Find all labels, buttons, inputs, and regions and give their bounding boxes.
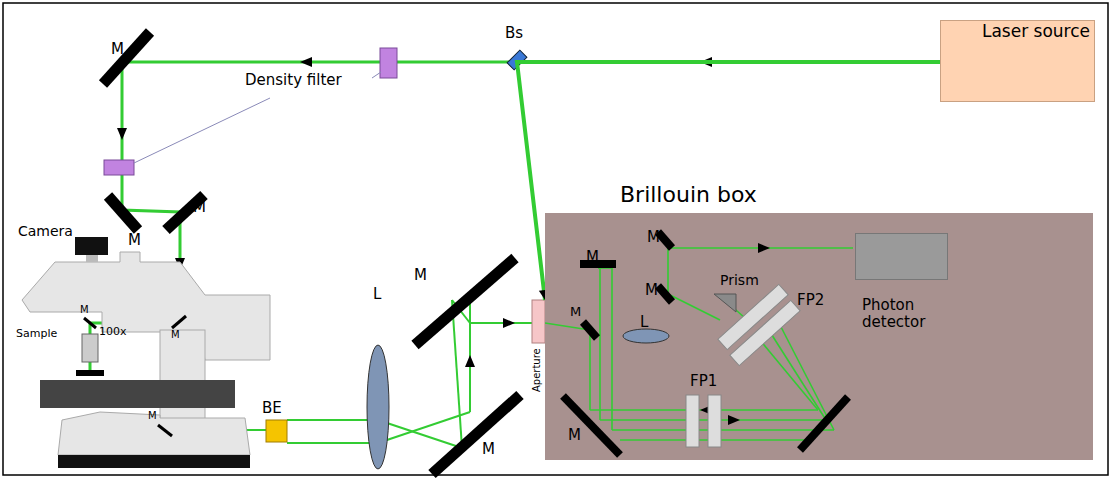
density-filter <box>104 160 134 175</box>
density-filter <box>380 48 397 78</box>
part-label: M <box>414 268 427 283</box>
node-text: Brillouin box <box>620 182 757 207</box>
part-label: M <box>171 330 180 340</box>
node-text: Photon detector <box>862 297 950 332</box>
part-label: M <box>586 250 599 265</box>
part-label: L <box>640 315 648 330</box>
part-label: M <box>647 230 660 245</box>
brillouin-internals <box>545 213 1093 460</box>
part-label: M <box>568 428 581 443</box>
part-label: M <box>80 305 89 315</box>
node-text: Laser source <box>982 22 1090 42</box>
part-label: 100x <box>99 326 127 337</box>
part-label: Prism <box>720 273 759 287</box>
part-label: Sample <box>16 328 57 339</box>
part-label: Bs <box>505 26 523 41</box>
leader-lines <box>134 72 381 163</box>
lens <box>367 345 389 469</box>
part-label: FP1 <box>690 374 717 389</box>
part-label: M <box>111 42 124 57</box>
part-label: M <box>193 200 206 215</box>
part-label: Aperture <box>532 348 542 392</box>
part-label: Density filter <box>245 73 342 88</box>
frame <box>3 3 1108 475</box>
brillouin-box: Brillouin boxPhoton detector <box>545 213 1093 460</box>
aperture <box>532 300 545 343</box>
laser-source-box: Laser source <box>940 20 1095 102</box>
part-label: L <box>373 287 381 302</box>
part-label: FP2 <box>797 293 824 308</box>
part-label: M <box>148 411 157 421</box>
part-label: Camera <box>18 224 73 238</box>
part-label: M <box>482 442 495 457</box>
part-label: M <box>645 283 658 298</box>
photon-detector: Photon detector <box>855 233 948 280</box>
part-label: BE <box>262 401 282 416</box>
part-label: M <box>128 233 141 248</box>
microscope <box>22 237 270 468</box>
part-label: M <box>570 305 581 318</box>
beam-expander <box>266 420 287 442</box>
